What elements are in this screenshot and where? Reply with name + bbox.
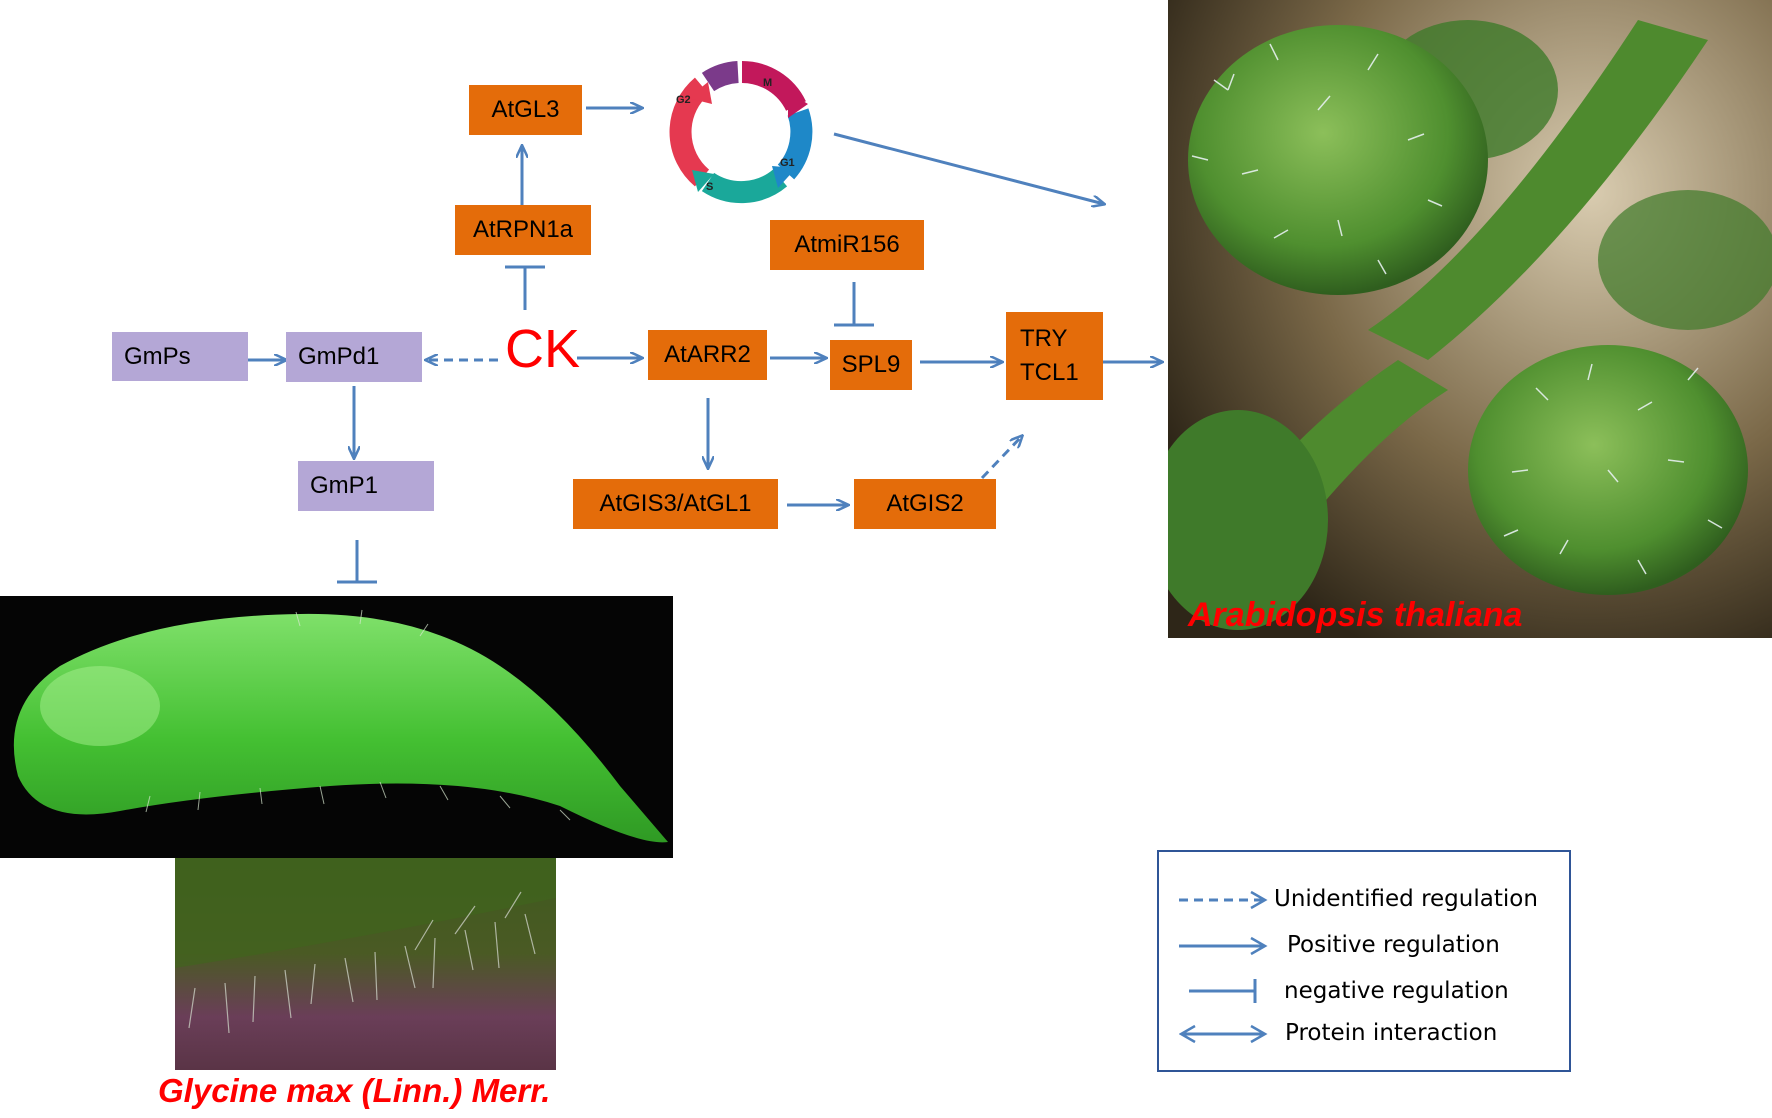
legend-item-positive: Positive regulation (1159, 928, 1569, 964)
legend-item-unidentified: Unidentified regulation (1159, 882, 1569, 918)
cell-cycle-phase-m: M (763, 77, 772, 89)
soybean-pod-illustration (13, 609, 669, 843)
node-ck: CK (505, 319, 581, 379)
node-try-tcl1: TRY TCL1 (1006, 312, 1103, 400)
arabidopsis-photo (1168, 0, 1772, 638)
node-atarr2: AtARR2 (648, 330, 767, 380)
cell-cycle-phase-g2: G2 (676, 94, 691, 106)
soybean-caption: Glycine max (Linn.) Merr. (158, 1072, 551, 1109)
arrow-cellcycle-arabidopsis (833, 132, 1104, 204)
legend-label-positive: Positive regulation (1287, 932, 1500, 958)
node-gmp1: GmP1 (298, 461, 434, 511)
legend-double-arrow-icon (1179, 1024, 1268, 1044)
node-atmir156: AtmiR156 (770, 220, 924, 270)
legend-t-bar-icon (1189, 979, 1257, 1003)
node-try-label: TRY (1020, 325, 1068, 352)
legend-label-interaction: Protein interaction (1285, 1020, 1498, 1046)
arabidopsis-caption: Arabidopsis thaliana (1188, 596, 1523, 634)
node-atgis2: AtGIS2 (854, 479, 996, 529)
node-spl9: SPL9 (830, 340, 912, 390)
legend-label-unidentified: Unidentified regulation (1274, 886, 1538, 912)
cell-cycle-phase-g1: G1 (780, 157, 795, 169)
node-atgis3-atgl1: AtGIS3/AtGL1 (573, 479, 778, 529)
legend-item-interaction: Protein interaction (1159, 1016, 1569, 1052)
legend: Unidentified regulation Positive regulat… (1157, 850, 1571, 1072)
trichome-closeup-illustration (175, 858, 556, 1034)
node-gmps: GmPs (112, 332, 248, 381)
legend-arrow-icon (1179, 936, 1268, 956)
cell-cycle-icon: M G1 S G2 (669, 61, 813, 204)
node-atrpn1a: AtRPN1a (455, 205, 591, 255)
legend-label-negative: negative regulation (1284, 978, 1509, 1004)
node-atgl3: AtGL3 (469, 85, 582, 135)
soybean-trichome-closeup (175, 858, 556, 1070)
node-tcl1-label: TCL1 (1020, 359, 1079, 386)
soybean-pod-photo (0, 596, 673, 858)
legend-dashed-arrow-icon (1179, 890, 1268, 910)
arabidopsis-seedling-illustration (1168, 0, 1772, 638)
legend-item-negative: negative regulation (1159, 974, 1569, 1010)
arrow-atgis2-try (980, 436, 1022, 480)
node-gmpd1: GmPd1 (286, 332, 422, 382)
cell-cycle-phase-s: S (706, 181, 713, 193)
